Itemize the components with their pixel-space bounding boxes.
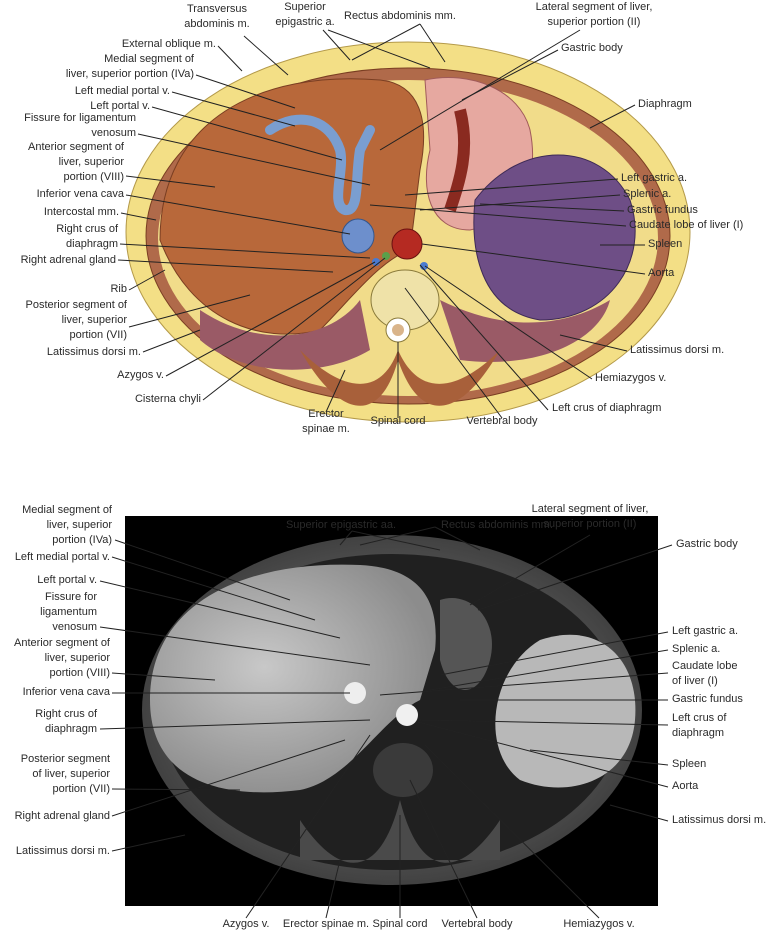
- label-right-crus: Right crus of diaphragm: [56, 223, 118, 250]
- mri-label-latissimus-right: Latissimus dorsi m.: [15, 845, 110, 857]
- label-rib: Rib: [110, 283, 127, 295]
- mri-label-caudate: Caudate lobe of liver (I): [672, 660, 738, 687]
- label-spleen: Spleen: [648, 238, 683, 250]
- label-left-portal: Left portal v.: [90, 100, 150, 112]
- mri-label-gastric-body: Gastric body: [676, 538, 738, 550]
- label-rectus-abdominis: Rectus abdominis mm.: [344, 10, 456, 22]
- label-fissure: Fissure for ligamentum venosum: [24, 112, 136, 139]
- label-hemiazygos: Hemiazygos v.: [595, 372, 667, 384]
- ivc-shape: [341, 218, 375, 254]
- mri-label-latissimus-left: Latissimus dorsi m.: [672, 814, 767, 826]
- mri-label-left-gastric: Left gastric a.: [672, 625, 739, 637]
- label-latissimus-left: Latissimus dorsi m.: [630, 344, 725, 356]
- label-anterior-segment: Anterior segment of liver, superior port…: [28, 141, 124, 183]
- mri-label-rectus: Rectus abdominis mm.: [441, 519, 553, 531]
- label-latissimus-right: Latissimus dorsi m.: [46, 346, 141, 358]
- label-spinal-cord: Spinal cord: [370, 415, 426, 427]
- aorta-shape: [391, 228, 423, 260]
- mri-label-fissure: Fissure for ligamentum venosum: [40, 591, 97, 633]
- mri-label-right-adrenal: Right adrenal gland: [14, 810, 110, 822]
- label-gastric-body: Gastric body: [561, 42, 623, 54]
- mri-label-left-crus: Left crus of diaphragm: [672, 712, 727, 739]
- label-left-gastric: Left gastric a.: [621, 172, 688, 184]
- leader-lines: [99, 23, 673, 919]
- mri-label-anterior-segment: Anterior segment of liver, superior port…: [14, 637, 110, 679]
- mri-label-spleen: Spleen: [672, 758, 707, 770]
- label-cisterna-chyli: Cisterna chyli: [134, 393, 201, 405]
- mri-label-superior-epigastric: Superior epigastric aa.: [285, 519, 397, 531]
- mri-label-lateral-segment: Lateral segment of liver, superior porti…: [531, 503, 649, 530]
- mri-label-posterior-segment: Posterior segment of liver, superior por…: [20, 753, 110, 795]
- label-lateral-segment: Lateral segment of liver, superior porti…: [535, 1, 653, 28]
- label-medial-segment: Medial segment of liver, superior portio…: [65, 53, 194, 80]
- mri-label-medial-segment: Medial segment of liver, superior portio…: [22, 504, 112, 546]
- mri-label-spinal-cord: Spinal cord: [372, 918, 428, 930]
- mri-label-gastric-fundus: Gastric fundus: [672, 693, 743, 705]
- mri-image: [125, 516, 658, 906]
- label-right-adrenal: Right adrenal gland: [20, 254, 116, 266]
- label-gastric-fundus: Gastric fundus: [627, 204, 698, 216]
- mri-label-splenic-a: Splenic a.: [672, 643, 721, 655]
- mri-label-erector-spinae: Erector spinae m.: [282, 918, 370, 930]
- label-posterior-segment: Posterior segment of liver, superior por…: [25, 299, 128, 341]
- mri-label-azygos: Azygos v.: [222, 918, 270, 930]
- liver-shape: [159, 78, 425, 335]
- mri-label-left-medial-portal: Left medial portal v.: [14, 551, 110, 563]
- mri-label-ivc: Inferior vena cava: [22, 686, 110, 698]
- label-ivc: Inferior vena cava: [36, 188, 124, 200]
- label-vertebral-body: Vertebral body: [466, 415, 538, 427]
- illustration-cross-section: [125, 41, 691, 423]
- mri-label-aorta: Aorta: [672, 780, 699, 792]
- mri-label-vertebral-body: Vertebral body: [441, 918, 513, 930]
- label-diaphragm: Diaphragm: [638, 98, 692, 110]
- mri-label-right-crus: Right crus of diaphragm: [35, 708, 97, 735]
- label-caudate: Caudate lobe of liver (I): [629, 219, 744, 231]
- label-left-medial-portal: Left medial portal v.: [74, 85, 170, 97]
- label-external-oblique: External oblique m.: [121, 38, 216, 50]
- label-splenic-a: Splenic a.: [623, 188, 672, 200]
- portal-vein-shape: [265, 114, 375, 215]
- mri-label-left-portal: Left portal v.: [37, 574, 97, 586]
- label-intercostal: Intercostal mm.: [43, 206, 119, 218]
- label-superior-epigastric: Superior epigastric a.: [275, 1, 335, 28]
- label-aorta: Aorta: [648, 267, 675, 279]
- mri-label-hemiazygos: Hemiazygos v.: [563, 918, 635, 930]
- label-left-crus: Left crus of diaphragm: [552, 402, 662, 414]
- label-azygos: Azygos v.: [117, 369, 164, 381]
- label-erector-spinae: Erector spinae m.: [302, 408, 350, 435]
- label-transversus-abdominis: Transversus abdominis m.: [184, 3, 250, 30]
